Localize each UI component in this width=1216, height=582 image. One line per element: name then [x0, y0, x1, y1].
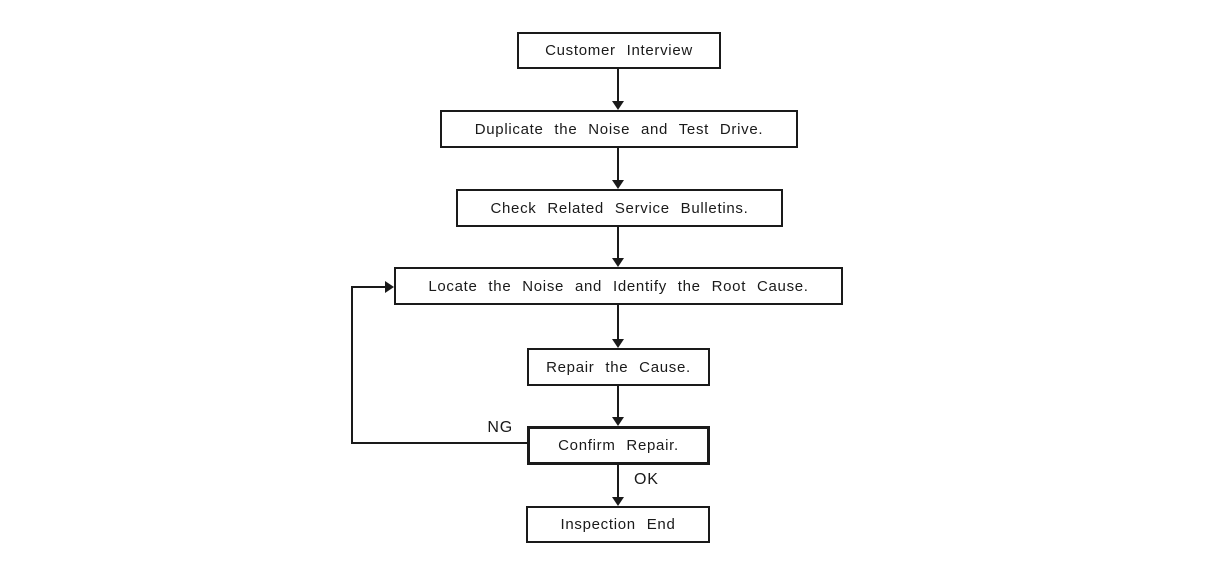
- edge-line-ng-top: [351, 286, 385, 288]
- arrowhead-down-icon: [612, 180, 624, 189]
- arrowhead-down-icon: [612, 497, 624, 506]
- edge-line-ng-vertical: [351, 286, 353, 444]
- arrowhead-right-icon: [385, 281, 394, 293]
- arrowhead-down-icon: [612, 101, 624, 110]
- edge-line-ng-bottom: [351, 442, 527, 444]
- arrowhead-down-icon: [612, 417, 624, 426]
- node-confirm-repair: Confirm Repair.: [527, 426, 710, 465]
- edge-line-confirm-to-end: [617, 465, 619, 498]
- node-check-service-bulletins: Check Related Service Bulletins.: [456, 189, 783, 227]
- node-customer-interview: Customer Interview: [517, 32, 721, 69]
- edge-line-duplicate-to-bulletins: [617, 148, 619, 181]
- edge-label-ok: OK: [634, 471, 659, 488]
- node-inspection-end: Inspection End: [526, 506, 710, 543]
- node-locate-noise-root-cause: Locate the Noise and Identify the Root C…: [394, 267, 843, 305]
- edge-line-locate-to-repair: [617, 305, 619, 340]
- edge-line-bulletins-to-locate: [617, 227, 619, 259]
- node-repair-cause: Repair the Cause.: [527, 348, 710, 386]
- arrowhead-down-icon: [612, 258, 624, 267]
- arrowhead-down-icon: [612, 339, 624, 348]
- edge-line-repair-to-confirm: [617, 386, 619, 418]
- edge-line-interview-to-duplicate: [617, 68, 619, 102]
- node-duplicate-noise-test-drive: Duplicate the Noise and Test Drive.: [440, 110, 798, 148]
- edge-label-ng: NG: [487, 419, 513, 436]
